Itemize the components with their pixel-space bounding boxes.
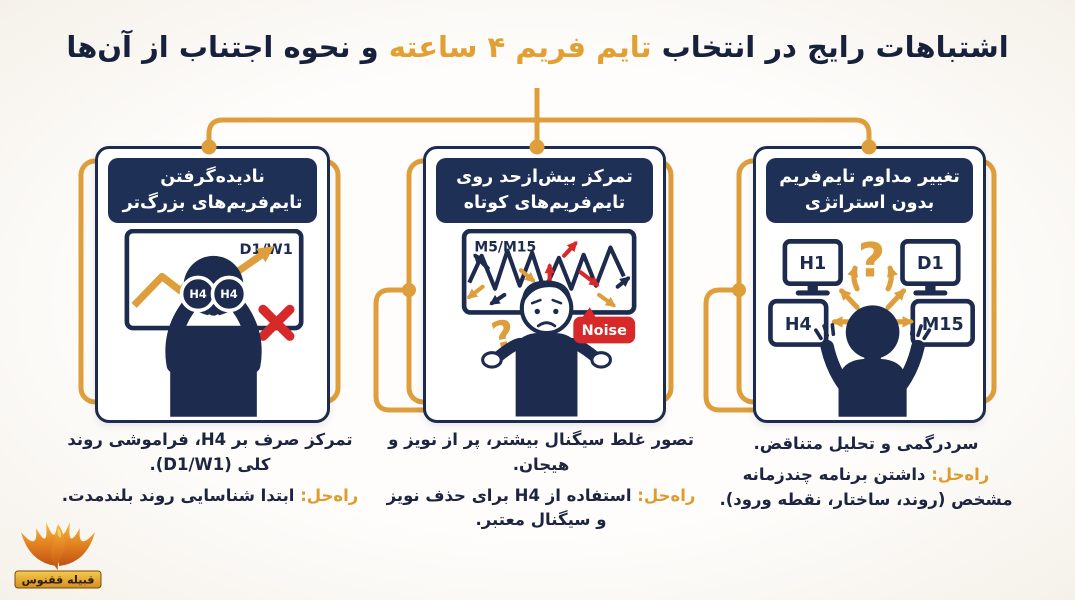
- solution-text: راه‌حل: داشتن برنامه چندزمانه مشخص (روند…: [711, 463, 1021, 513]
- panel-header-line2: بدون استراتژی: [804, 193, 935, 214]
- solution-text: راه‌حل: ابتدا شناسایی روند بلندمدت.: [55, 484, 365, 509]
- panel-header: تمرکز بیش‌ازحد روی تایم‌فریم‌های کوتاه: [436, 158, 653, 223]
- solution-body: داشتن برنامه چندزمانه مشخص (روند، ساختار…: [719, 464, 1013, 509]
- solution-body: ابتدا شناسایی روند بلندمدت.: [61, 485, 295, 505]
- solution-label: راه‌حل:: [637, 485, 696, 505]
- caption-panel-1: تمرکز صرف بر H4، فراموشی روند کلی (D1/W1…: [55, 428, 365, 508]
- page-title: اشتباهات رایج در انتخاب تایم فریم ۴ ساعت…: [0, 30, 1075, 64]
- solution-text: راه‌حل: استفاده از H4 برای حذف نویز و سی…: [386, 484, 696, 534]
- panel-header-line1: تمرکز بیش‌ازحد روی: [456, 167, 633, 187]
- caption-panel-2: تصور غلط سیگنال بیشتر، پر از نویز و هیجا…: [386, 428, 696, 533]
- problem-text: تصور غلط سیگنال بیشتر، پر از نویز و هیجا…: [388, 430, 694, 474]
- mouth-detail: [208, 314, 219, 319]
- panel-header: تغییر مداوم تایم‌فریم بدون استراتژی: [766, 158, 973, 223]
- panel-card-ignoring-higher-timeframes: نادیده‌گرفتن تایم‌فریم‌های بزرگ‌تر D1/W1…: [95, 146, 330, 423]
- solution-label: راه‌حل:: [300, 485, 359, 505]
- monitor-icon-h1: H1: [782, 239, 843, 296]
- solution-label: راه‌حل:: [931, 464, 990, 484]
- panel-header-line1: نادیده‌گرفتن: [160, 167, 265, 187]
- noise-chart-illustration: M5/M15 ?: [461, 229, 637, 417]
- monitor-label: D1: [917, 254, 944, 274]
- panel-header-line2: تایم‌فریم‌های بزرگ‌تر: [122, 193, 303, 214]
- monitor-icon-d1: D1: [900, 239, 961, 296]
- monitor-label: H4: [785, 315, 812, 335]
- panel-header-line1: تغییر مداوم تایم‌فریم: [779, 167, 960, 187]
- noise-tag-label: Noise: [582, 323, 627, 339]
- monitor-icon-h4: H4: [768, 298, 829, 347]
- phoenix-logo: قبیله ققنوس: [14, 522, 102, 589]
- question-mark-icon: ?: [858, 233, 886, 288]
- solution-body: استفاده از H4 برای حذف نویز و سیگنال معت…: [386, 485, 632, 530]
- problem-text: سردرگمی و تحلیل متناقض.: [753, 434, 979, 453]
- panel-header: نادیده‌گرفتن تایم‌فریم‌های بزرگ‌تر: [108, 158, 317, 223]
- panel-card-switching-without-strategy: تغییر مداوم تایم‌فریم بدون استراتژی ? H1…: [753, 146, 986, 423]
- logo-banner: قبیله ققنوس: [14, 570, 102, 589]
- caption-panel-3: سردرگمی و تحلیل متناقض. راه‌حل: داشتن بر…: [711, 432, 1021, 512]
- hand-icon: [481, 351, 503, 369]
- connector-dot: [732, 283, 746, 297]
- panel-header-line2: تایم‌فریم‌های کوتاه: [463, 193, 626, 214]
- title-part-post: و نحوه اجتناب از آن‌ها: [66, 30, 379, 64]
- monitor-icon-m15: M15: [910, 298, 975, 347]
- title-part-pre: اشتباهات رایج در انتخاب: [661, 30, 1010, 64]
- phoenix-emblem: [21, 522, 95, 570]
- binocular-label-left: H4: [189, 287, 206, 301]
- binoculars-person-illustration: D1/W1 H4 H4: [124, 229, 304, 417]
- problem-text: تمرکز صرف بر H4، فراموشی روند کلی (D1/W1…: [67, 430, 353, 474]
- panel-card-overfocus-short-timeframes: تمرکز بیش‌ازحد روی تایم‌فریم‌های کوتاه M…: [423, 146, 666, 423]
- logo-text: قبیله ققنوس: [22, 574, 95, 587]
- monitor-label: H1: [799, 254, 826, 274]
- timeframe-switching-illustration: ? H1 D1 H4 M15: [768, 233, 975, 417]
- hand-icon: [590, 351, 612, 369]
- binocular-label-right: H4: [220, 287, 237, 301]
- connector-dot: [402, 283, 416, 297]
- title-highlight: تایم فریم ۴ ساعته: [388, 30, 652, 64]
- tree-bar: [206, 117, 872, 148]
